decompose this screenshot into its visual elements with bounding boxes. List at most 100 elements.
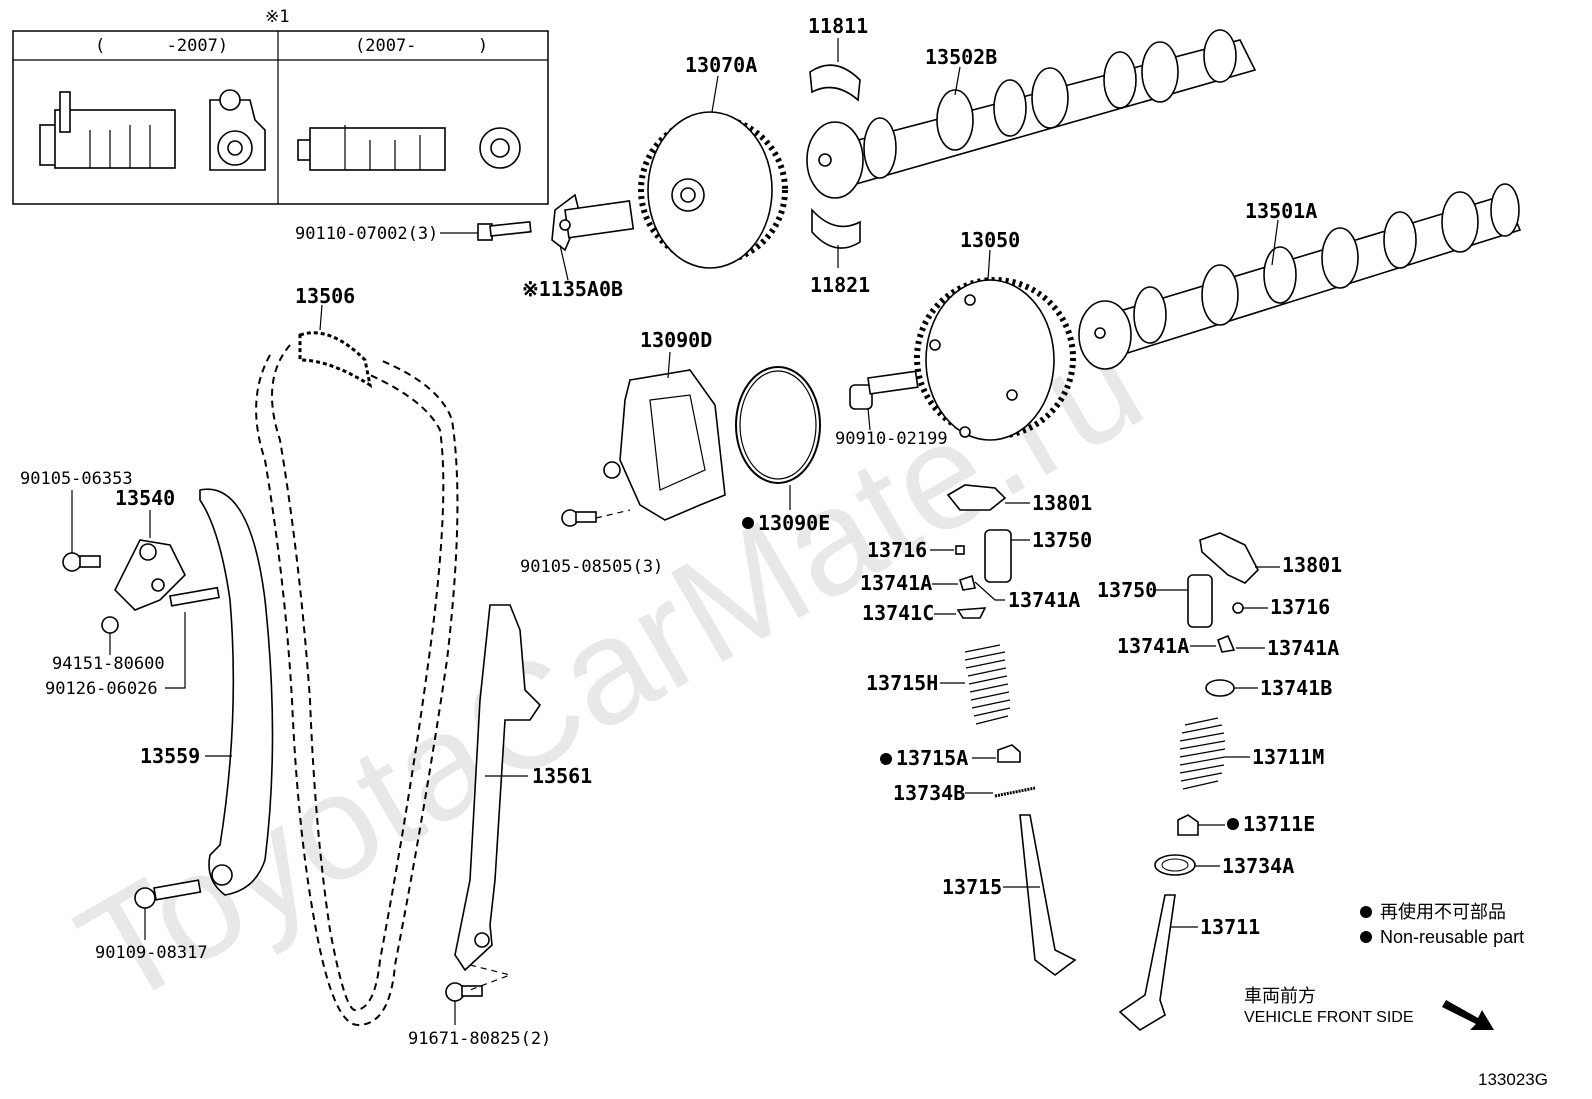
- label-94151-80600: 94151-80600: [52, 654, 165, 674]
- rocker-arm-13801-right: [1199, 532, 1259, 584]
- legend: 再使用不可部品 Non-reusable part: [1360, 902, 1524, 947]
- label-13741A-right-a: 13741A: [1117, 634, 1189, 658]
- label-13716-left: 13716: [867, 538, 927, 562]
- label-13090E: 13090E: [758, 511, 830, 535]
- label-13741C: 13741C: [862, 601, 934, 625]
- tensioner-13540: [114, 539, 186, 611]
- label-91671-80825: 91671-80825(2): [408, 1029, 551, 1049]
- chain-damper-13561: [454, 604, 542, 972]
- label-13715H: 13715H: [866, 671, 938, 695]
- label-13070A: 13070A: [685, 53, 757, 77]
- label-90105-06353: 90105-06353: [20, 469, 133, 489]
- label-135A0B: ※1135A0B: [522, 277, 623, 301]
- label-13501A: 13501A: [1245, 199, 1317, 223]
- gasket-13090E: [735, 366, 821, 484]
- shim-13734B: [994, 786, 1036, 798]
- front-arrow-icon: [1442, 1000, 1494, 1030]
- label-13561: 13561: [532, 764, 592, 788]
- label-90109-08317: 90109-08317: [95, 943, 208, 963]
- washer-13734A: [1154, 854, 1196, 876]
- plate-13716-right: [1232, 602, 1244, 614]
- label-13750-left: 13750: [1032, 528, 1092, 552]
- keeper-13741A-right: [1217, 634, 1236, 653]
- label-13711: 13711: [1200, 915, 1260, 939]
- valve-13715: [1019, 814, 1077, 976]
- stud-90126-06026: [169, 586, 220, 607]
- bearing-11811: [809, 64, 861, 102]
- front-jp: 車両前方: [1244, 986, 1316, 1006]
- legend-en: Non-reusable part: [1380, 927, 1524, 947]
- label-13741B: 13741B: [1260, 676, 1332, 700]
- valve-13711: [1118, 894, 1176, 1031]
- label-13715: 13715: [942, 875, 1002, 899]
- label-11811: 11811: [808, 14, 868, 38]
- bolt-90910-02199: [849, 370, 919, 410]
- diagram-code: 133023G: [1478, 1070, 1548, 1089]
- legend-jp: 再使用不可部品: [1380, 902, 1506, 922]
- inset-col-left-header: ( -2007): [95, 36, 228, 56]
- bearing-11821: [811, 207, 861, 249]
- inset-col-right-header: (2007- ): [355, 36, 488, 56]
- rocker-arm-13801-left: [946, 484, 1007, 511]
- label-13741A-left-a: 13741A: [860, 571, 932, 595]
- intake-camshaft-13501A: [1078, 183, 1522, 370]
- front-en: VEHICLE FRONT SIDE: [1244, 1009, 1414, 1026]
- label-13741A-left-b: 13741A: [1008, 588, 1080, 612]
- label-13711E: 13711E: [1243, 812, 1315, 836]
- label-13750-right: 13750: [1097, 578, 1157, 602]
- non-reusable-dot-13711E: [1227, 818, 1239, 830]
- label-13741A-right-b: 13741A: [1267, 636, 1339, 660]
- timing-chain-13506: [255, 331, 459, 1027]
- cover-13090D: [603, 369, 726, 521]
- label-90105-08505: 90105-08505(3): [520, 557, 663, 577]
- bolt-91671-80825: [445, 982, 483, 1002]
- vvt-gear-13050: [914, 277, 1076, 441]
- label-90910-02199: 90910-02199: [835, 429, 948, 449]
- ocv-old-variant: [39, 89, 266, 171]
- keeper-13741A-left: [959, 574, 976, 591]
- bolt-90105-06353: [62, 552, 101, 572]
- vehicle-front-indicator: 車両前方 VEHICLE FRONT SIDE: [1244, 986, 1494, 1030]
- valve-spring-13715H: [964, 644, 1011, 725]
- label-11821: 11821: [810, 273, 870, 297]
- label-13801-left: 13801: [1032, 491, 1092, 515]
- bolt-90109-08317: [134, 879, 202, 909]
- variant-inset: ※1 ( -2007) (2007- ): [12, 7, 549, 205]
- valve-seal-13711E: [1177, 814, 1199, 836]
- exhaust-camshaft-13502B: [806, 29, 1257, 199]
- valve-spring-13711M: [1179, 717, 1226, 790]
- non-reusable-dot-13715A: [880, 753, 892, 765]
- inset-note-mark: ※1: [265, 7, 289, 27]
- label-13559: 13559: [140, 744, 200, 768]
- retainer-13741C: [956, 607, 987, 619]
- label-90110-07002: 90110-07002(3): [295, 224, 438, 244]
- legend-dot-jp: [1360, 906, 1372, 918]
- legend-dot-en: [1360, 931, 1372, 943]
- label-13050: 13050: [960, 228, 1020, 252]
- lash-adjuster-13750-left: [984, 529, 1012, 583]
- label-13540: 13540: [115, 486, 175, 510]
- plate-13716-left: [955, 545, 965, 555]
- label-13715A: 13715A: [896, 746, 968, 770]
- chain-slipper-13559: [199, 488, 274, 896]
- label-13801-right: 13801: [1282, 553, 1342, 577]
- label-13711M: 13711M: [1252, 745, 1324, 769]
- label-90126-06026: 90126-06026: [45, 679, 158, 699]
- vvt-gear-13070A: [638, 111, 788, 269]
- label-13506: 13506: [295, 284, 355, 308]
- valve-seal-13715A: [997, 744, 1021, 763]
- lash-adjuster-13750-right: [1187, 574, 1213, 628]
- label-13716-right: 13716: [1270, 595, 1330, 619]
- ocv-new-variant: [297, 125, 521, 171]
- label-13734A: 13734A: [1222, 854, 1294, 878]
- nut-94151-80600: [101, 616, 119, 634]
- oil-control-valve-135A0B: [551, 193, 635, 252]
- label-13090D: 13090D: [640, 328, 712, 352]
- bolt-90110-07002: [477, 220, 532, 241]
- label-13502B: 13502B: [925, 45, 997, 69]
- bolt-90105-08505: [561, 509, 597, 527]
- non-reusable-dot-13090E: [742, 517, 754, 529]
- retainer-13741B: [1205, 679, 1235, 697]
- label-13734B: 13734B: [893, 781, 965, 805]
